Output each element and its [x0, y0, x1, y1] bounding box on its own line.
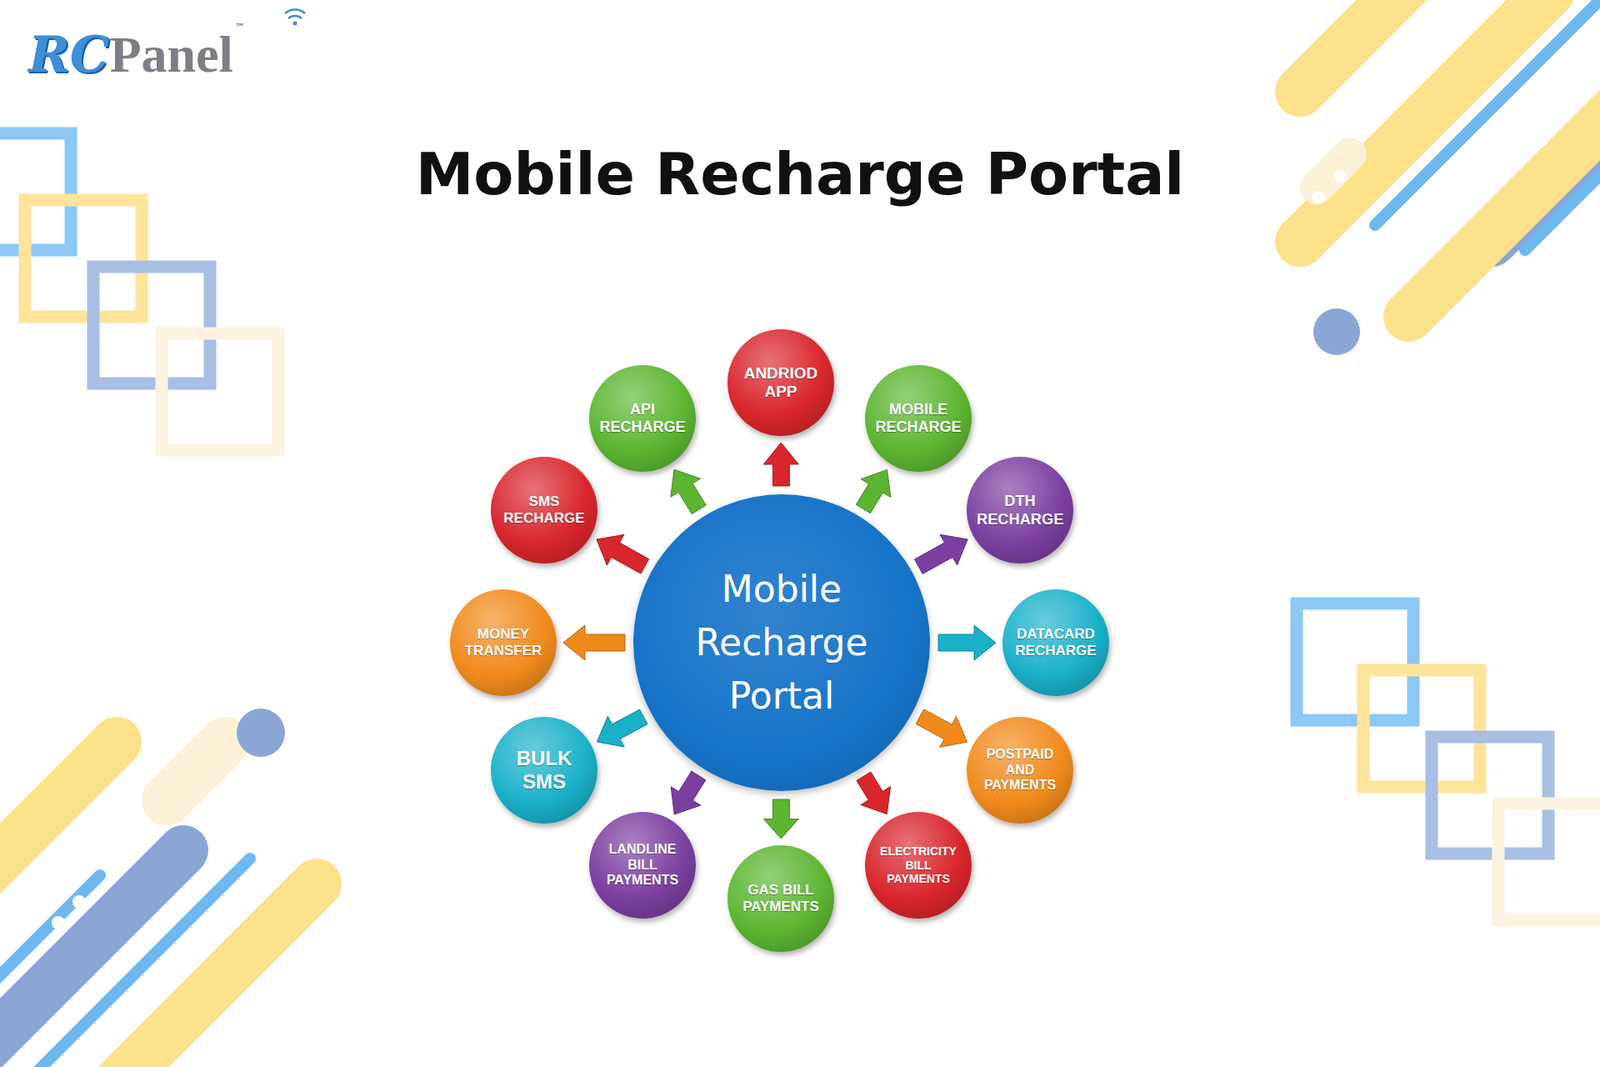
service-label: POSTPAID AND PAYMENTS: [976, 746, 1064, 795]
stripe-dots: [51, 133, 1549, 930]
service-circle: MOBILE RECHARGE: [865, 365, 972, 472]
block-arrow: [596, 534, 650, 574]
logo-mark: RC: [28, 25, 110, 84]
block-arrow: [915, 534, 969, 574]
block-arrow: [855, 470, 891, 514]
accent-dot: [1313, 308, 1360, 355]
block-arrow: [915, 709, 967, 747]
logo: RCPanel™: [28, 25, 234, 85]
service-circle: ANDRIOD APP: [727, 329, 835, 436]
service-label: MOBILE RECHARGE: [875, 400, 962, 436]
service-circle: POSTPAID AND PAYMENTS: [966, 716, 1074, 824]
block-arrow: [596, 709, 648, 747]
block-arrow: [670, 770, 706, 815]
block-arrow: [670, 469, 707, 514]
wifi-icon: [285, 9, 305, 19]
block-arrow: [763, 442, 799, 486]
service-circle: SMS RECHARGE: [490, 456, 598, 564]
logo-word: Panel: [110, 25, 234, 83]
block-arrow: [763, 799, 799, 839]
service-label: DATACARD RECHARGE: [1012, 625, 1100, 660]
service-circle: LANDLINE BILL PAYMENTS: [589, 811, 696, 919]
outline-squares: [0, 133, 1600, 920]
service-circle: DATACARD RECHARGE: [1002, 589, 1110, 696]
service-label: API RECHARGE: [599, 400, 686, 436]
page-title: Mobile Recharge Portal: [0, 140, 1600, 209]
service-label: MONEY TRANSFER: [460, 625, 547, 660]
service-circle: API RECHARGE: [589, 365, 696, 472]
block-arrow: [856, 771, 891, 815]
service-circle: GAS BILL PAYMENTS: [727, 845, 835, 952]
service-label: ELECTRICITY BILL PAYMENTS: [875, 844, 962, 886]
title-text: Mobile Recharge Portal: [415, 140, 1185, 209]
service-label: SMS RECHARGE: [500, 493, 588, 527]
service-label: LANDLINE BILL PAYMENTS: [599, 841, 686, 890]
hub-label: Mobile Recharge Portal: [666, 562, 897, 722]
block-arrow: [938, 625, 996, 660]
service-circle: ELECTRICITY BILL PAYMENTS: [865, 811, 972, 919]
service-label: GAS BILL PAYMENTS: [737, 881, 825, 915]
service-circle: DTH RECHARGE: [966, 456, 1074, 564]
wifi-icon: [293, 21, 298, 26]
block-arrow: [563, 625, 625, 660]
service-label: DTH RECHARGE: [976, 491, 1064, 528]
service-circle: BULK SMS: [490, 716, 598, 824]
service-label: ANDRIOD APP: [737, 364, 825, 402]
accent-dot: [236, 708, 285, 757]
hub-circle: Mobile Recharge Portal: [633, 494, 930, 791]
service-label: BULK SMS: [500, 746, 588, 795]
trademark: ™: [235, 21, 245, 34]
service-circle: MONEY TRANSFER: [450, 589, 557, 696]
